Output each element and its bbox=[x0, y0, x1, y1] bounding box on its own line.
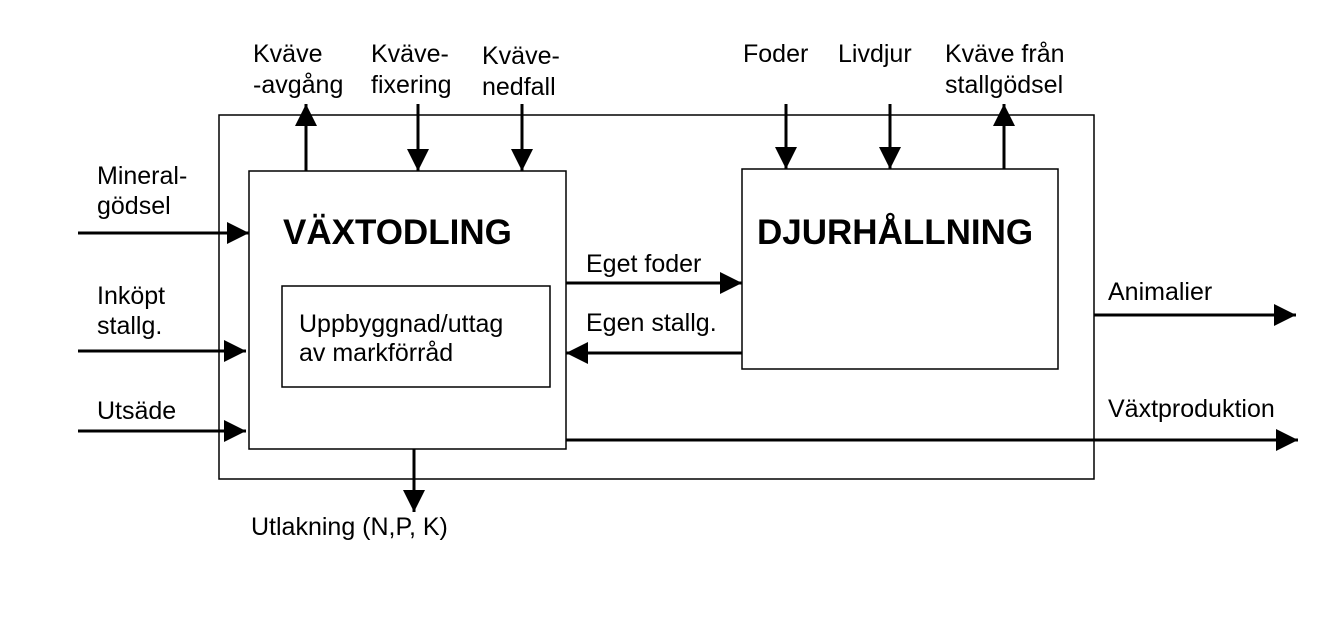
purchased-manure-label-line2: stallg. bbox=[97, 312, 163, 340]
soil-reserve-label-line2: av markförråd bbox=[299, 339, 454, 367]
farm-boundary-box bbox=[218, 114, 1095, 480]
nitrogen-fixation-label-line1: Kväve- bbox=[371, 40, 449, 68]
manure-nitrogen-label-line1: Kväve från bbox=[945, 40, 1065, 68]
livestock-label: Livdjur bbox=[838, 40, 912, 68]
nitrogen-deposition-label-line2: nedfall bbox=[482, 73, 556, 101]
soil-reserve-label-line1: Uppbyggnad/uttag bbox=[299, 310, 504, 338]
nitrogen-fixation-label-line2: fixering bbox=[371, 71, 452, 99]
crop-products-label: Växtproduktion bbox=[1108, 395, 1275, 423]
purchased-manure-label-line1: Inköpt bbox=[97, 282, 166, 310]
seed-label: Utsäde bbox=[97, 397, 177, 425]
mineral-fertilizer-label-line1: Mineral- bbox=[97, 162, 188, 190]
animal-husbandry-box bbox=[741, 168, 1059, 370]
crop-production-title: VÄXTODLING bbox=[283, 213, 512, 252]
manure-nitrogen-label-line2: stallgödsel bbox=[945, 71, 1064, 99]
soil-reserve-box bbox=[281, 285, 551, 388]
animal-husbandry-title: DJURHÅLLNING bbox=[757, 213, 1034, 252]
own-manure-label: Egen stallg. bbox=[586, 309, 717, 337]
leaching-label: Utlakning (N,P, K) bbox=[251, 513, 448, 541]
mineral-fertilizer-label-line2: gödsel bbox=[97, 192, 171, 220]
nitrogen-emission-label-line1: Kväve bbox=[253, 40, 323, 68]
feed-label: Foder bbox=[743, 40, 809, 68]
nitrogen-deposition-label-line1: Kväve- bbox=[482, 42, 560, 70]
own-feed-label: Eget foder bbox=[586, 250, 702, 278]
nitrogen-emission-label-line2: -avgång bbox=[253, 71, 344, 99]
animal-products-label: Animalier bbox=[1108, 278, 1213, 306]
